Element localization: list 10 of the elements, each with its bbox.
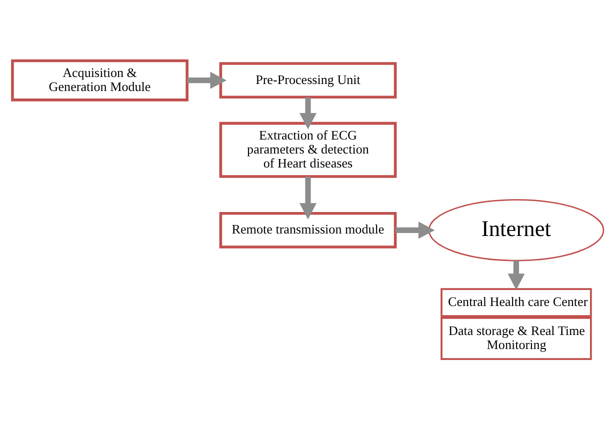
node-ellipse: Internet	[428, 198, 604, 261]
node-box: Pre-Processing Unit	[219, 62, 397, 98]
arrow	[187, 71, 226, 88]
arrow	[508, 260, 525, 290]
arrow	[395, 221, 435, 238]
node-box: Acquisition & Generation Module	[11, 58, 188, 101]
arrow	[299, 176, 317, 219]
arrow	[299, 96, 317, 129]
node-box: Extraction of ECG parameters & detection of Heart diseases	[219, 121, 397, 178]
node-box: Remote transmission module	[219, 212, 397, 248]
